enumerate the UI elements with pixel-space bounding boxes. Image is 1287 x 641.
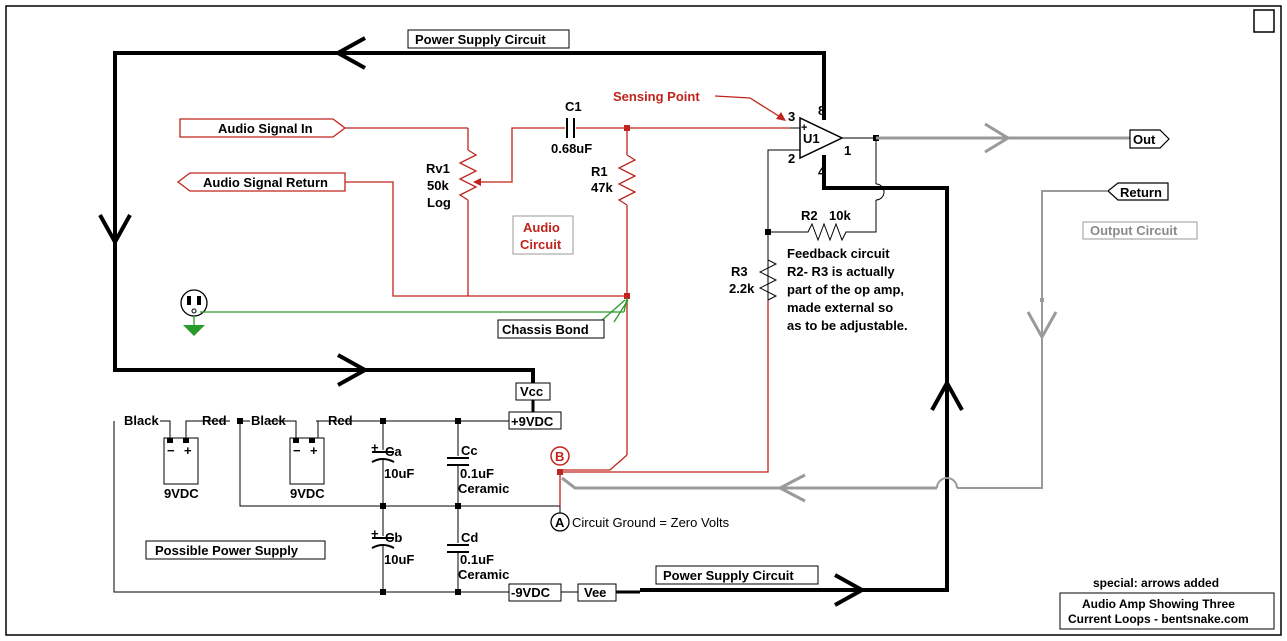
battery2-minus: −	[293, 443, 301, 458]
out-label[interactable]: Out	[1133, 132, 1156, 147]
audio-circuit-wiring	[176, 95, 790, 475]
outer-frame	[5, 5, 1282, 636]
cc-label: Cc	[461, 443, 478, 458]
red-label-1: Red	[202, 413, 227, 428]
plus-9v-label: +9VDC	[511, 414, 554, 429]
power-supply-top-box	[407, 29, 570, 49]
power-supply-bottom-label: Power Supply Circuit	[663, 568, 794, 583]
r3-value: 2.2k	[729, 281, 755, 296]
cd-type: Ceramic	[458, 567, 509, 582]
sensing-point-label: Sensing Point	[613, 89, 700, 104]
r2-label: R2	[801, 208, 818, 223]
battery1-plus: +	[184, 443, 192, 458]
output-circuit-label: Output Circuit	[1090, 223, 1178, 238]
possible-ps-box	[145, 540, 326, 560]
feedback-note-5: as to be adjustable.	[787, 318, 908, 333]
r1-name: R1	[591, 164, 608, 179]
c1-name: C1	[565, 99, 582, 114]
audio-in-label: Audio Signal In	[218, 121, 313, 136]
special-note: special: arrows added	[1093, 576, 1219, 590]
audio-return-label: Audio Signal Return	[203, 175, 328, 190]
audio-circuit-box	[512, 215, 574, 255]
possible-ps-label: Possible Power Supply	[155, 543, 299, 558]
cb-value: 10uF	[384, 552, 414, 567]
vee-label: Vee	[584, 585, 606, 600]
node-a-label: A	[555, 515, 565, 530]
chassis-bond-label: Chassis Bond	[502, 322, 589, 337]
ground-label: Circuit Ground = Zero Volts	[572, 515, 730, 530]
arrow-top-left	[333, 36, 366, 70]
c1-value: 0.68uF	[551, 141, 592, 156]
return-label[interactable]: Return	[1120, 185, 1162, 200]
power-supply-top-label: Power Supply Circuit	[415, 32, 546, 47]
cd-label: Cd	[461, 530, 478, 545]
battery2-plus: +	[310, 443, 318, 458]
black-label-1: Black	[124, 413, 159, 428]
r1-value: 47k	[591, 180, 613, 195]
output-circuit-box	[1082, 221, 1198, 240]
rv1-name: Rv1	[426, 161, 450, 176]
battery2-label: 9VDC	[290, 486, 325, 501]
feedback-note-1: Feedback circuit	[787, 246, 890, 261]
black-label-2: Black	[251, 413, 286, 428]
power-supply-section	[113, 382, 640, 602]
ca-value: 10uF	[384, 466, 414, 481]
output-loop	[561, 122, 1170, 503]
vcc-label: Vcc	[520, 384, 543, 399]
r2-value: 10k	[829, 208, 851, 223]
feedback-note-3: part of the op amp,	[787, 282, 904, 297]
cb-label: Cb	[385, 530, 402, 545]
chassis-bond-box	[497, 319, 605, 339]
pin8-label: 8	[818, 103, 825, 118]
battery1-minus: −	[167, 443, 175, 458]
arrow-left-down	[98, 214, 132, 247]
arrow-bottom-right	[337, 353, 370, 387]
cd-value: 0.1uF	[460, 552, 494, 567]
red-label-2: Red	[328, 413, 353, 428]
r3-label: R3	[731, 264, 748, 279]
pin3-label: 3	[788, 109, 795, 124]
battery1-label: 9VDC	[164, 486, 199, 501]
rv1-taper: Log	[427, 195, 451, 210]
ca-plus: +	[371, 440, 379, 455]
arrow-supply-bottom	[834, 573, 867, 607]
feedback-note-2: R2- R3 is actually	[787, 264, 895, 279]
audio-circuit-label-1: Audio	[523, 220, 560, 235]
arrow-right-up	[930, 378, 964, 411]
ca-label: Ca	[385, 444, 402, 459]
cb-plus: +	[371, 526, 379, 541]
cc-value: 0.1uF	[460, 466, 494, 481]
pin2-label: 2	[788, 151, 795, 166]
title-box	[1059, 592, 1275, 630]
audio-circuit-label-2: Circuit	[520, 237, 562, 252]
node-b-label: B	[555, 449, 564, 464]
title-line-2: Current Loops - bentsnake.com	[1068, 612, 1249, 626]
pin1-label: 1	[844, 143, 851, 158]
chassis-bond-wiring	[180, 289, 629, 336]
feedback-note-4: made external so	[787, 300, 893, 315]
rv1-value: 50k	[427, 178, 449, 193]
minus-9v-label: -9VDC	[511, 585, 551, 600]
page-number-box	[1253, 9, 1275, 33]
title-line-1: Audio Amp Showing Three	[1082, 597, 1235, 611]
pin4-label: 4	[818, 164, 826, 179]
opamp-u1	[758, 116, 885, 301]
cc-type: Ceramic	[458, 481, 509, 496]
power-supply-bottom-box	[655, 565, 819, 585]
u1-label: U1	[803, 131, 820, 146]
u1-plus: +	[801, 122, 807, 134]
power-supply-loop	[98, 36, 964, 607]
